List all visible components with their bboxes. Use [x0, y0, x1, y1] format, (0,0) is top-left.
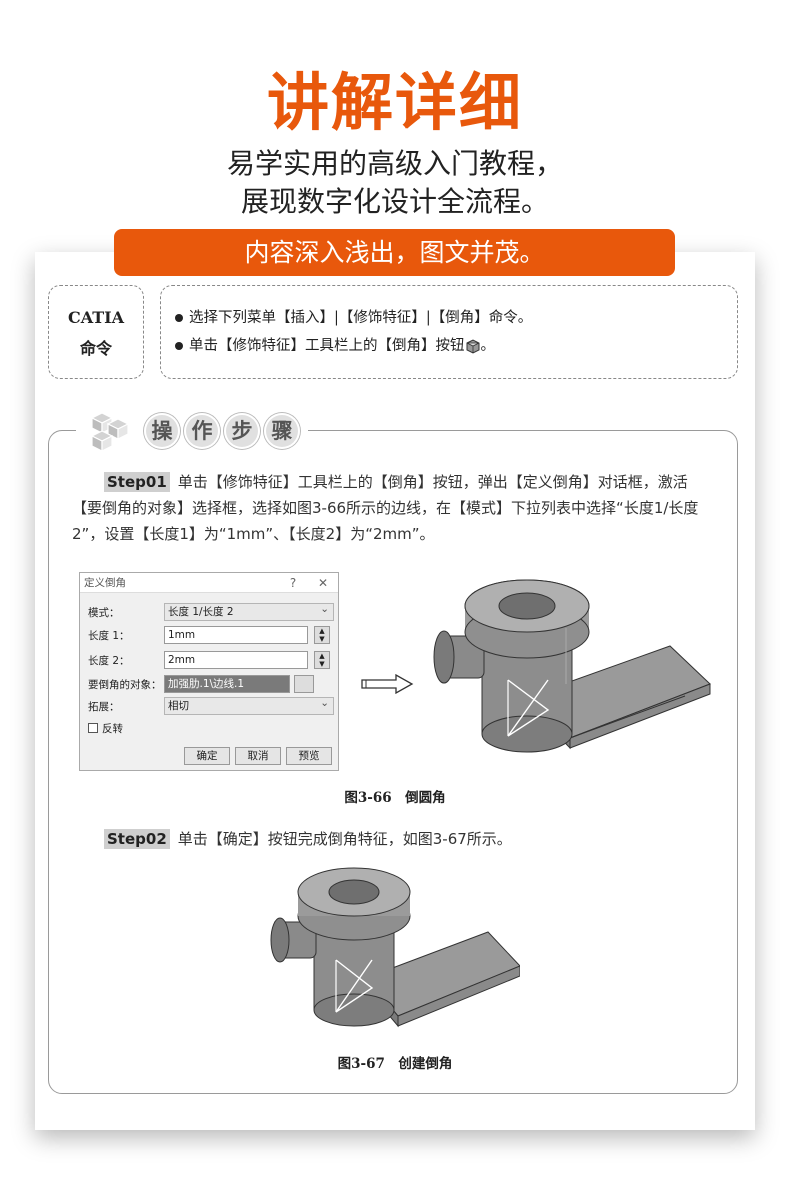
page-subtitle-line2: 展现数字化设计全流程。 [240, 185, 549, 218]
reverse-row: 反转 [88, 719, 123, 737]
step2-tag: Step02 [104, 829, 170, 849]
steps-title-char: 操 [144, 413, 180, 449]
mode-select[interactable]: 长度 1/长度 2 [164, 601, 334, 621]
step2-paragraph: Step02 单击【确定】按钮完成倒角特征，如图3-67所示。 [72, 826, 716, 852]
object-row: 要倒角的对象： 加强肋.1\边线.1 [88, 675, 314, 693]
close-button[interactable]: ✕ [317, 575, 329, 590]
length1-label: 长度 1： [88, 629, 130, 642]
mode-row: 模式： 长度 1/长度 2 [88, 601, 334, 621]
extend-row: 拓展： 相切 [88, 695, 334, 715]
length2-input[interactable]: 2mm [164, 651, 308, 669]
arrow-right-icon [361, 674, 414, 694]
command-item: 单击【修饰特征】工具栏上的【倒角】按钮。 [175, 334, 737, 362]
command-label: 命令 [79, 339, 112, 358]
page-subtitle-line1: 易学实用的高级入门教程， [226, 147, 563, 180]
extend-select[interactable]: 相切 [164, 695, 334, 715]
figure-3-66-caption: 图3-66 倒圆角 [344, 790, 446, 806]
length2-label: 长度 2： [88, 654, 130, 667]
steps-title-char: 步 [224, 413, 260, 449]
step1-text: 单击【修饰特征】工具栏上的【倒角】按钮，弹出【定义倒角】对话框，激活【要倒角的对… [72, 473, 699, 543]
reverse-label: 反转 [102, 722, 123, 735]
command-item: 选择下列菜单【插入】|【修饰特征】|【倒角】命令。 [175, 306, 737, 334]
bullet-icon [175, 314, 183, 322]
command-item-end: 。 [480, 338, 496, 354]
steps-panel [48, 430, 738, 1094]
preview-button[interactable]: 预览 [286, 747, 332, 765]
length1-input[interactable]: 1mm [164, 626, 308, 644]
length2-row: 长度 2： 2mm ▲▼ [88, 651, 330, 669]
cancel-button[interactable]: 取消 [235, 747, 281, 765]
chamfer-tool-icon [466, 339, 479, 354]
cubes-icon [90, 412, 130, 452]
object-label: 要倒角的对象： [88, 678, 162, 691]
command-item-text: 选择下列菜单【插入】|【修饰特征】|【倒角】命令。 [189, 310, 533, 326]
catia-command-label: CATIA 命令 [48, 285, 144, 379]
dialog-title: 定义倒角 [84, 577, 126, 589]
define-chamfer-dialog: 定义倒角 ? ✕ 模式： 长度 1/长度 2 长度 1： 1mm ▲▼ 长度 2… [79, 572, 339, 771]
command-list: 选择下列菜单【插入】|【修饰特征】|【倒角】命令。 单击【修饰特征】工具栏上的【… [160, 285, 738, 379]
dialog-titlebar: 定义倒角 ? ✕ [80, 573, 338, 593]
length1-row: 长度 1： 1mm ▲▼ [88, 626, 330, 644]
steps-heading: 操 作 步 骤 [76, 404, 308, 458]
extend-label: 拓展： [88, 700, 120, 713]
reverse-checkbox[interactable] [88, 723, 98, 733]
bullet-icon [175, 342, 183, 350]
steps-title-char: 作 [184, 413, 220, 449]
figure-3-67-caption: 图3-67 创建倒角 [337, 1056, 453, 1072]
command-item-text: 单击【修饰特征】工具栏上的【倒角】按钮 [189, 338, 465, 354]
chamfer-preview-model [433, 579, 711, 753]
page-headline: 讲解详细 [266, 66, 523, 139]
chamfer-result-model [270, 867, 520, 1028]
steps-title-char: 骤 [264, 413, 300, 449]
step1-tag: Step01 [104, 472, 170, 492]
step2-text: 单击【确定】按钮完成倒角特征，如图3-67所示。 [177, 830, 512, 848]
catia-label: CATIA [67, 308, 125, 327]
help-button[interactable]: ? [289, 575, 297, 590]
length1-stepper[interactable]: ▲▼ [314, 626, 330, 644]
mode-label: 模式： [88, 606, 120, 619]
object-selection-field[interactable]: 加强肋.1\边线.1 [164, 675, 290, 693]
feature-banner: 内容深入浅出，图文并茂。 [114, 229, 675, 276]
length2-stepper[interactable]: ▲▼ [314, 651, 330, 669]
ok-button[interactable]: 确定 [184, 747, 230, 765]
selection-picker-button[interactable] [294, 675, 314, 693]
